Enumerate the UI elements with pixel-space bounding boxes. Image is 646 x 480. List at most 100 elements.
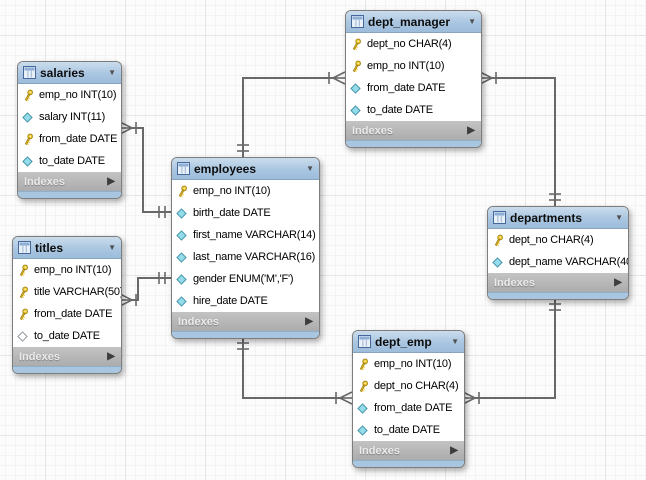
column-row[interactable]: birth_date DATE	[172, 202, 319, 224]
table-header[interactable]: dept_manager ▼	[346, 11, 481, 33]
column-row[interactable]: from_date DATE	[353, 397, 464, 419]
table-dept-manager[interactable]: dept_manager ▼ dept_no CHAR(4) emp_no INT…	[345, 10, 482, 148]
column-row[interactable]: from_date DATE	[13, 303, 121, 325]
column-row[interactable]: emp_no INT(10)	[172, 180, 319, 202]
table-grid-icon	[493, 211, 506, 224]
column-row[interactable]: gender ENUM('M','F')	[172, 268, 319, 290]
table-titles[interactable]: titles ▼ emp_no INT(10) title VARCHAR(50)…	[12, 236, 122, 374]
table-footer	[353, 460, 464, 467]
column-label: emp_no INT(10)	[193, 185, 271, 197]
table-employees[interactable]: employees ▼ emp_no INT(10) birth_date DAT…	[171, 157, 320, 339]
column-label: from_date DATE	[39, 133, 118, 145]
primary-key-icon	[357, 380, 370, 393]
column-row[interactable]: emp_no INT(10)	[18, 84, 121, 106]
columns-list: emp_no INT(10) salary INT(11) from_date DA…	[18, 84, 121, 172]
columns-list: emp_no INT(10) dept_no CHAR(4) from_date D…	[353, 353, 464, 441]
column-row[interactable]: last_name VARCHAR(16)	[172, 246, 319, 268]
column-label: first_name VARCHAR(14)	[193, 229, 316, 241]
collapse-arrow-icon[interactable]: ▼	[451, 336, 459, 346]
not-null-column-icon	[176, 295, 189, 307]
columns-list: dept_no CHAR(4) emp_no INT(10) from_date D…	[346, 33, 481, 121]
indexes-section[interactable]: Indexes ▶	[488, 273, 628, 292]
table-footer	[18, 191, 121, 198]
table-header[interactable]: dept_emp ▼	[353, 331, 464, 353]
table-footer	[346, 140, 481, 147]
collapse-arrow-icon[interactable]: ▼	[108, 242, 116, 252]
column-row[interactable]: from_date DATE	[18, 128, 121, 150]
column-label: last_name VARCHAR(16)	[193, 251, 316, 263]
column-row[interactable]: dept_no CHAR(4)	[346, 33, 481, 55]
column-row[interactable]: to_date DATE	[18, 150, 121, 172]
not-null-column-icon	[492, 256, 505, 268]
table-header[interactable]: titles ▼	[13, 237, 121, 259]
collapse-arrow-icon[interactable]: ▼	[108, 67, 116, 77]
column-row[interactable]: emp_no INT(10)	[353, 353, 464, 375]
column-label: salary INT(11)	[39, 111, 106, 123]
column-label: from_date DATE	[367, 82, 446, 94]
column-row[interactable]: title VARCHAR(50)	[13, 281, 121, 303]
table-title: departments	[510, 210, 583, 225]
not-null-column-icon	[22, 111, 35, 123]
column-row[interactable]: dept_no CHAR(4)	[353, 375, 464, 397]
column-label: emp_no INT(10)	[39, 89, 117, 101]
not-null-column-icon	[22, 155, 35, 167]
column-row[interactable]: to_date DATE	[353, 419, 464, 441]
column-label: from_date DATE	[34, 308, 113, 320]
table-footer	[13, 366, 121, 373]
not-null-column-icon	[176, 251, 189, 263]
column-label: dept_no CHAR(4)	[374, 380, 459, 392]
column-row[interactable]: emp_no INT(10)	[346, 55, 481, 77]
table-header[interactable]: departments ▼	[488, 207, 628, 229]
table-salaries[interactable]: salaries ▼ emp_no INT(10) salary INT(11) f…	[17, 61, 122, 199]
column-label: dept_name VARCHAR(40)	[509, 256, 628, 268]
column-label: title VARCHAR(50)	[34, 286, 121, 298]
table-grid-icon	[177, 162, 190, 175]
table-header[interactable]: employees ▼	[172, 158, 319, 180]
indexes-section[interactable]: Indexes ▶	[13, 347, 121, 366]
column-row[interactable]: dept_name VARCHAR(40)	[488, 251, 628, 273]
column-row[interactable]: from_date DATE	[346, 77, 481, 99]
collapse-arrow-icon[interactable]: ▼	[306, 163, 314, 173]
column-row[interactable]: to_date DATE	[13, 325, 121, 347]
column-row[interactable]: first_name VARCHAR(14)	[172, 224, 319, 246]
column-row[interactable]: dept_no CHAR(4)	[488, 229, 628, 251]
column-row[interactable]: salary INT(11)	[18, 106, 121, 128]
primary-key-icon	[350, 38, 363, 51]
table-header[interactable]: salaries ▼	[18, 62, 121, 84]
collapse-arrow-icon[interactable]: ▼	[615, 212, 623, 222]
column-label: to_date DATE	[367, 104, 433, 116]
indexes-label: Indexes	[359, 444, 400, 457]
not-null-column-icon	[176, 229, 189, 241]
primary-key-icon	[17, 308, 30, 321]
column-label: from_date DATE	[374, 402, 453, 414]
table-departments[interactable]: departments ▼ dept_no CHAR(4) dept_name V…	[487, 206, 629, 300]
not-null-column-icon	[350, 104, 363, 116]
table-title: dept_manager	[368, 14, 451, 29]
collapse-arrow-icon[interactable]: ▼	[468, 16, 476, 26]
expand-arrow-icon: ▶	[467, 124, 475, 136]
column-row[interactable]: hire_date DATE	[172, 290, 319, 312]
table-title: employees	[194, 161, 257, 176]
column-row[interactable]: to_date DATE	[346, 99, 481, 121]
column-label: hire_date DATE	[193, 295, 268, 307]
indexes-section[interactable]: Indexes ▶	[353, 441, 464, 460]
column-label: birth_date DATE	[193, 207, 271, 219]
indexes-section[interactable]: Indexes ▶	[346, 121, 481, 140]
indexes-section[interactable]: Indexes ▶	[172, 312, 319, 331]
primary-key-icon	[17, 264, 30, 277]
column-label: dept_no CHAR(4)	[367, 38, 452, 50]
primary-key-icon	[492, 234, 505, 247]
column-row[interactable]: emp_no INT(10)	[13, 259, 121, 281]
expand-arrow-icon: ▶	[305, 315, 313, 327]
indexes-label: Indexes	[178, 315, 219, 328]
indexes-section[interactable]: Indexes ▶	[18, 172, 121, 191]
table-footer	[488, 292, 628, 299]
not-null-column-icon	[176, 207, 189, 219]
primary-key-icon	[176, 185, 189, 198]
indexes-label: Indexes	[19, 350, 60, 363]
column-label: gender ENUM('M','F')	[193, 273, 294, 285]
table-dept-emp[interactable]: dept_emp ▼ emp_no INT(10) dept_no CHAR(4)…	[352, 330, 465, 468]
table-footer	[172, 331, 319, 338]
table-grid-icon	[23, 66, 36, 79]
